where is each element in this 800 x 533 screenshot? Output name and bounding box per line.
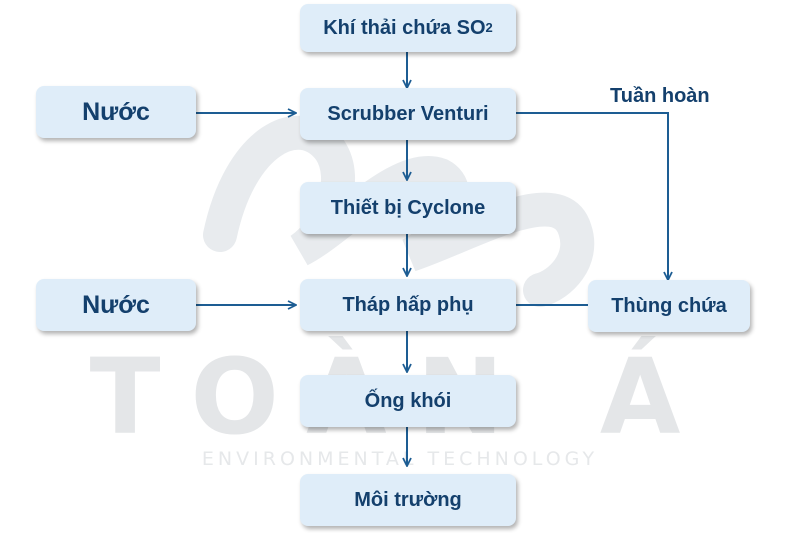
node-venturi: Scrubber Venturi (300, 88, 516, 140)
node-environment: Môi trường (300, 474, 516, 526)
node-absorber: Tháp hấp phụ (300, 279, 516, 331)
node-water-1: Nước (36, 86, 196, 138)
node-water-2: Nước (36, 279, 196, 331)
node-tank: Thùng chứa (588, 280, 750, 332)
node-chimney: Ống khói (300, 375, 516, 427)
node-chimney-label: Ống khói (364, 389, 452, 412)
arrow-recirculation (516, 112, 668, 280)
node-water-1-label: Nước (82, 97, 150, 126)
node-environment-label: Môi trường (354, 488, 462, 511)
node-cyclone-label: Thiết bị Cyclone (330, 196, 486, 219)
node-venturi-label: Scrubber Venturi (327, 102, 489, 125)
node-water-2-label: Nước (82, 290, 150, 319)
node-tank-label: Thùng chứa (611, 294, 727, 317)
edge-label-recirculation: Tuần hoàn (610, 85, 710, 107)
node-cyclone: Thiết bị Cyclone (300, 182, 516, 234)
node-source-label: Khí thải chứa SO (323, 16, 486, 39)
node-absorber-label: Tháp hấp phụ (342, 293, 474, 316)
